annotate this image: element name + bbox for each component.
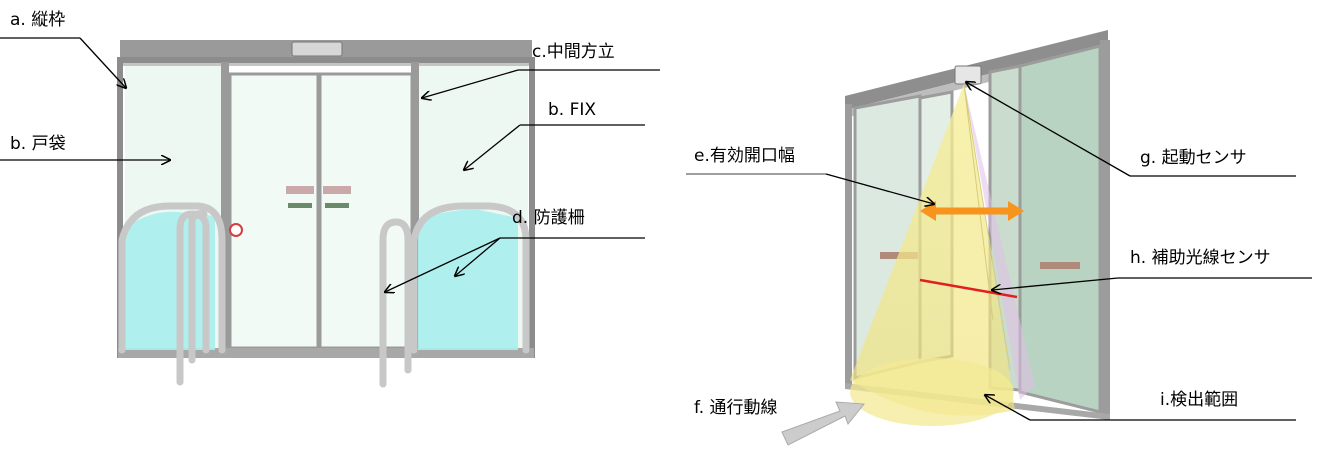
- fence-glass-left: [125, 211, 215, 350]
- leader-c: [422, 69, 519, 98]
- label-c-intermediate-mullion: c.中間方立: [532, 42, 615, 62]
- jamb-right: [1100, 40, 1110, 418]
- leader-d2: [455, 237, 501, 276]
- door-plate-right: [325, 203, 349, 208]
- label-b-door-pocket: b. 戸袋: [10, 134, 66, 154]
- jamb-left: [845, 104, 852, 385]
- door-plate-left: [288, 203, 312, 208]
- left-door: [117, 40, 535, 388]
- start-sensor: [954, 65, 982, 85]
- mullion-right: [411, 62, 419, 352]
- door-sticker-left: [286, 186, 314, 194]
- label-b-fix: b. FIX: [548, 100, 597, 120]
- guard-fence-left: [118, 202, 226, 386]
- leaders-left: [0, 37, 660, 292]
- handle-right: [1040, 262, 1080, 269]
- leaders-right: [686, 82, 1312, 421]
- leader-i: [985, 395, 1031, 421]
- label-a-vertical-frame: a. 縦枠: [10, 10, 66, 30]
- leader-d1: [385, 237, 501, 292]
- door-sticker-right: [323, 186, 351, 194]
- detection-cone-purple: [964, 84, 1035, 400]
- detection-cone-edge: [963, 83, 1011, 371]
- label-i-detection-area: i.検出範囲: [1160, 390, 1239, 410]
- leader-g: [966, 82, 1131, 177]
- label-d-guard-fence: d. 防護柵: [512, 208, 585, 228]
- leader-e: [825, 173, 934, 204]
- warning-sign: [229, 223, 243, 237]
- door-sill: [118, 348, 534, 358]
- leader-b-right: [464, 124, 521, 170]
- sliding-leaf-left: [228, 72, 320, 350]
- fence-glass-right: [418, 209, 518, 350]
- guard-fence-right: [379, 202, 530, 388]
- mullion-left: [221, 62, 229, 352]
- label-e-effective-opening: e.有効開口幅: [694, 146, 795, 166]
- label-g-start-sensor: g. 起動センサ: [1140, 148, 1247, 168]
- label-f-flow-line: f. 通行動線: [694, 398, 778, 418]
- leader-a: [79, 37, 126, 88]
- sliding-leaf-right: [318, 72, 414, 350]
- leader-h: [992, 277, 1119, 290]
- operator-box: [291, 41, 343, 57]
- flow-arrow: [781, 401, 865, 446]
- detection-area-floor: [850, 358, 1014, 426]
- label-h-auxiliary-beam-sensor: h. 補助光線センサ: [1130, 248, 1271, 268]
- fix-glass-big: [1018, 44, 1102, 414]
- right-door: [781, 30, 1110, 446]
